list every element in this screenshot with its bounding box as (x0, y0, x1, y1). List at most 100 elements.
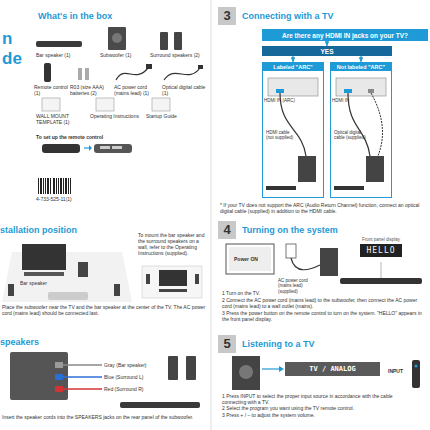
node-text: TV / ANALOG (309, 365, 355, 373)
wall-mount-illustration (142, 266, 202, 298)
power-on-illustration (226, 244, 274, 274)
label-text: 1 Press INPUT to select the proper input… (222, 393, 412, 405)
node-text: 5 (218, 335, 236, 353)
barcode (68, 178, 69, 194)
non-arc-connection-illustration (371, 93, 382, 156)
booklet-icon (42, 98, 170, 111)
listening-illustration (239, 365, 253, 379)
bar-speaker-icon (36, 41, 82, 47)
non-arc-connection-illustration (348, 93, 370, 156)
speaker-wiring-illustration (186, 356, 196, 380)
non-arc-connection-illustration (366, 156, 384, 182)
speaker-wiring-illustration (10, 352, 68, 400)
node-text: YES (320, 48, 333, 55)
listening-illustration (412, 360, 420, 388)
room-illustration (22, 244, 66, 270)
node-text: Are there any HDMI IN jacks on your TV? (282, 32, 408, 39)
surround-speaker-icon (160, 32, 168, 50)
speaker-wiring-illustration (63, 388, 102, 389)
page-divider (211, 0, 212, 430)
label-text: Subwoofer (1) (100, 52, 146, 58)
label-text: HDMI IN (ARC) (264, 98, 304, 103)
label-text: AC power cord (mains lead) (1) (114, 84, 160, 96)
surround-speaker-icon (174, 32, 182, 50)
node-text: Front panel display (362, 238, 400, 243)
answer-band: YES (262, 46, 392, 56)
wall-mount-illustration (142, 266, 202, 298)
label-text: Place the subwoofer near the TV and the … (2, 304, 206, 316)
barcode (43, 178, 44, 194)
barcode (58, 178, 59, 194)
arc-connection-illustration (276, 89, 284, 93)
node-text: Labeled "ARC" (263, 63, 323, 71)
label-text: Remote control (1) (34, 84, 70, 96)
power-on-illustration (381, 262, 382, 278)
listening-illustration (262, 368, 280, 369)
room-illustration (2, 252, 132, 302)
arc-connection-illustration (266, 78, 318, 190)
non-arc-connection-illustration (334, 186, 364, 190)
display-readout: TV / ANALOG (285, 362, 380, 376)
label-text: n (2, 30, 26, 47)
remote-icon (44, 63, 51, 82)
speaker-wiring-illustration (63, 376, 102, 377)
barcode (70, 178, 71, 194)
room-illustration (8, 284, 14, 296)
flow-arrow (292, 56, 293, 62)
power-on-illustration (320, 248, 338, 276)
label-text: speakers (0, 338, 100, 348)
listening-illustration (232, 356, 260, 390)
label-text: Bar speaker (20, 280, 60, 286)
non-arc-connection-illustration (344, 89, 352, 93)
barcode (38, 178, 71, 194)
barcode (47, 178, 49, 194)
barcode (56, 178, 57, 194)
power-cord-icon (116, 64, 152, 80)
subwoofer-icon (108, 27, 126, 50)
room-illustration (114, 284, 120, 296)
booklet-icon (42, 98, 60, 111)
section-header: 5 Listening to a TV (218, 334, 428, 354)
remote-icon (44, 63, 51, 82)
optical-cable-icon (164, 68, 200, 80)
speaker-wiring-illustration (55, 374, 63, 380)
question-band: Are there any HDMI IN jacks on your TV? (262, 29, 428, 41)
label-text: 3 Press the power button on the remote c… (222, 310, 422, 322)
label-text: 2 Select the program you want using the … (222, 405, 422, 411)
room-illustration (2, 244, 132, 302)
room-illustration (78, 262, 88, 277)
label-text: What's in the box (38, 12, 168, 22)
flow-arrow (326, 41, 327, 46)
battery-icon (78, 68, 89, 80)
wall-mount-illustration (195, 274, 199, 284)
node-text: Listening to a TV (242, 339, 315, 349)
label-text: Gray (Bar speaker) (104, 362, 164, 368)
remote-setup-illustration (42, 144, 132, 153)
power-on-illustration (226, 244, 422, 284)
remote-setup-illustration (89, 145, 92, 151)
label-text: Optical digital cable (1) (162, 84, 206, 96)
label-text: * If your TV does not support the ARC (A… (220, 202, 426, 214)
label-text: stallation position (0, 226, 130, 236)
speaker-wiring-illustration (63, 364, 102, 365)
label-text: WALL MOUNT TEMPLATE (1) (36, 113, 86, 125)
label-text: Optical digital cable (supplied) (334, 130, 366, 141)
label-text: HDMI IN (332, 98, 362, 103)
label-text: Power ON (234, 256, 270, 262)
speaker-wiring-illustration (55, 362, 63, 368)
booklet-icon (96, 98, 114, 111)
node-text: 3 (218, 7, 236, 25)
power-cord-icon (116, 68, 148, 80)
label-text: Startup Guide (146, 113, 196, 119)
label-text: To set up the remote control (36, 134, 156, 140)
section-header: 4Turning on the system (218, 220, 428, 240)
label-text: de (2, 50, 32, 67)
arc-connection-illustration (298, 156, 316, 182)
bar-speaker-icon (36, 41, 82, 47)
power-on-illustration (286, 244, 296, 258)
non-arc-connection-illustration (368, 89, 374, 93)
connection-column: Not labeled "ARC" (330, 62, 392, 198)
page-divider (211, 0, 212, 430)
booklet-icon (152, 98, 170, 111)
